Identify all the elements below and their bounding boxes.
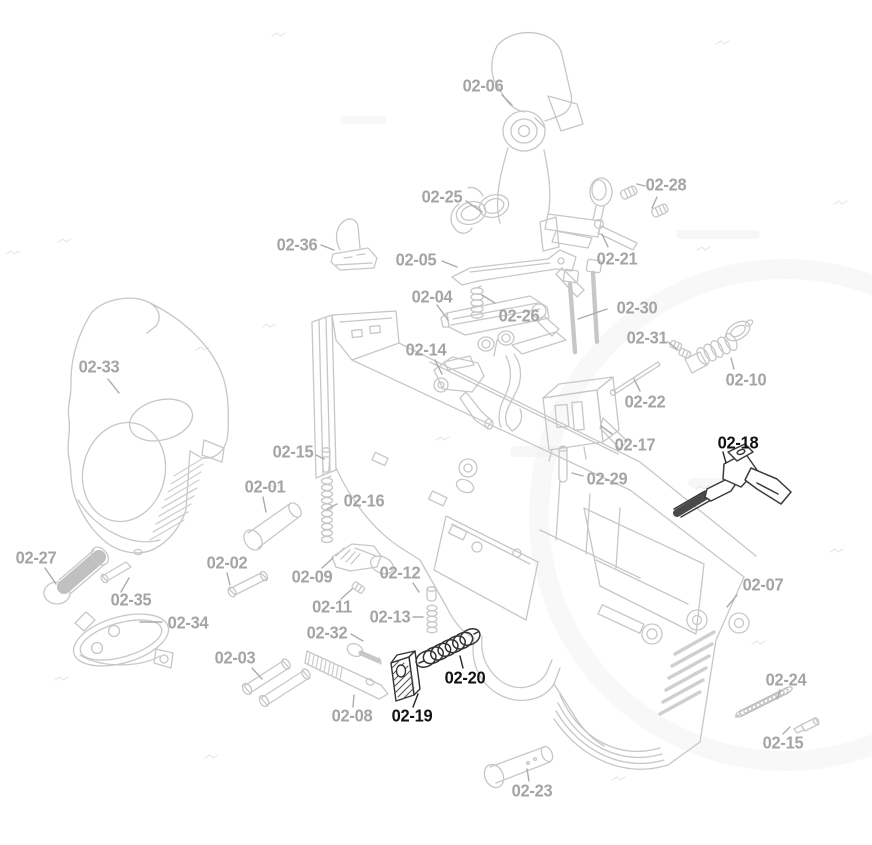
part-02-13-drawing: [426, 604, 438, 634]
part-label-02-31: 02-31: [626, 327, 668, 348]
part-02-27-drawing: [43, 546, 110, 605]
part-02-12-drawing: [426, 586, 437, 602]
part-02-32-drawing: [346, 642, 382, 665]
part-02-01-drawing: [243, 502, 302, 551]
part-label-02-35: 02-35: [110, 589, 152, 610]
part-label-02-20: 02-20: [444, 667, 486, 688]
part-label-02-14: 02-14: [405, 339, 447, 360]
part-02-10-drawing: [684, 319, 754, 374]
part-label-02-16: 02-16: [343, 490, 385, 511]
part-label-02-36: 02-36: [276, 234, 318, 255]
part-label-02-24: 02-24: [765, 669, 807, 690]
part-02-17-drawing: [542, 376, 628, 462]
part-02-04-drawing: [440, 295, 560, 337]
part-label-02-05: 02-05: [395, 249, 437, 270]
part-02-36-drawing: [330, 218, 378, 271]
part-label-02-15-b: 02-15: [762, 732, 804, 753]
part-label-02-25: 02-25: [421, 186, 463, 207]
part-label-02-27: 02-27: [15, 547, 57, 568]
part-label-02-34: 02-34: [167, 612, 209, 633]
part-label-02-11: 02-11: [312, 596, 352, 617]
part-label-02-29: 02-29: [586, 468, 628, 489]
part-label-02-07: 02-07: [742, 574, 784, 595]
part-02-20-drawing: [415, 627, 481, 669]
part-02-09-drawing: [331, 543, 382, 572]
part-02-15-lower-drawing: [793, 717, 820, 734]
part-02-28-drawing: [619, 185, 669, 218]
part-label-02-10: 02-10: [725, 369, 767, 390]
part-02-21-drawing: [539, 177, 638, 252]
part-label-02-15: 02-15: [272, 441, 314, 462]
part-02-11-drawing: [351, 581, 366, 594]
part-label-02-03: 02-03: [214, 647, 256, 668]
part-02-33-drawing: [67, 297, 230, 556]
part-02-22-drawing: [609, 361, 661, 397]
part-label-02-33: 02-33: [78, 356, 120, 377]
part-label-02-08: 02-08: [331, 705, 373, 726]
part-label-02-01: 02-01: [244, 476, 286, 497]
part-02-30-drawing: [562, 258, 603, 355]
part-02-34-drawing: [72, 611, 174, 669]
part-02-31-drawing: [669, 339, 692, 359]
part-label-02-22: 02-22: [624, 391, 666, 412]
part-02-35-drawing: [100, 561, 132, 584]
part-label-02-19: 02-19: [391, 705, 433, 726]
part-02-03-drawing: [241, 658, 311, 708]
part-label-02-28: 02-28: [645, 174, 687, 195]
part-02-29-drawing: [558, 445, 568, 483]
part-02-02-drawing: [227, 570, 269, 598]
part-02-25-drawing: [450, 186, 510, 234]
part-label-02-23: 02-23: [511, 780, 553, 801]
part-02-19-drawing: [390, 650, 421, 702]
part-02-14-drawing: [433, 355, 494, 430]
part-label-02-04: 02-04: [411, 286, 453, 307]
trigger-drawing: [477, 330, 567, 432]
part-label-02-06: 02-06: [462, 75, 504, 96]
part-label-02-12: 02-12: [379, 562, 421, 583]
part-02-18-drawing: [673, 443, 792, 518]
part-label-02-02: 02-02: [206, 552, 248, 573]
part-label-02-17: 02-17: [614, 434, 656, 455]
part-02-08-drawing: [304, 650, 389, 700]
part-label-02-09: 02-09: [291, 566, 333, 587]
leader-lines: [44, 94, 791, 782]
part-label-02-32: 02-32: [306, 622, 348, 643]
part-02-05-drawing: [451, 249, 585, 298]
part-label-02-18: 02-18: [717, 432, 759, 453]
part-label-02-21: 02-21: [596, 248, 638, 269]
part-label-02-26: 02-26: [498, 305, 540, 326]
part-02-23-drawing: [483, 745, 554, 789]
part-02-26-drawing: [470, 285, 484, 319]
part-02-24-drawing: [734, 686, 793, 718]
part-02-15-upper-drawing: [321, 447, 331, 473]
part-label-02-13: 02-13: [369, 606, 411, 627]
part-02-16-drawing: [320, 475, 334, 544]
part-label-02-30: 02-30: [616, 297, 658, 318]
part-02-07-drawing: [311, 310, 757, 770]
